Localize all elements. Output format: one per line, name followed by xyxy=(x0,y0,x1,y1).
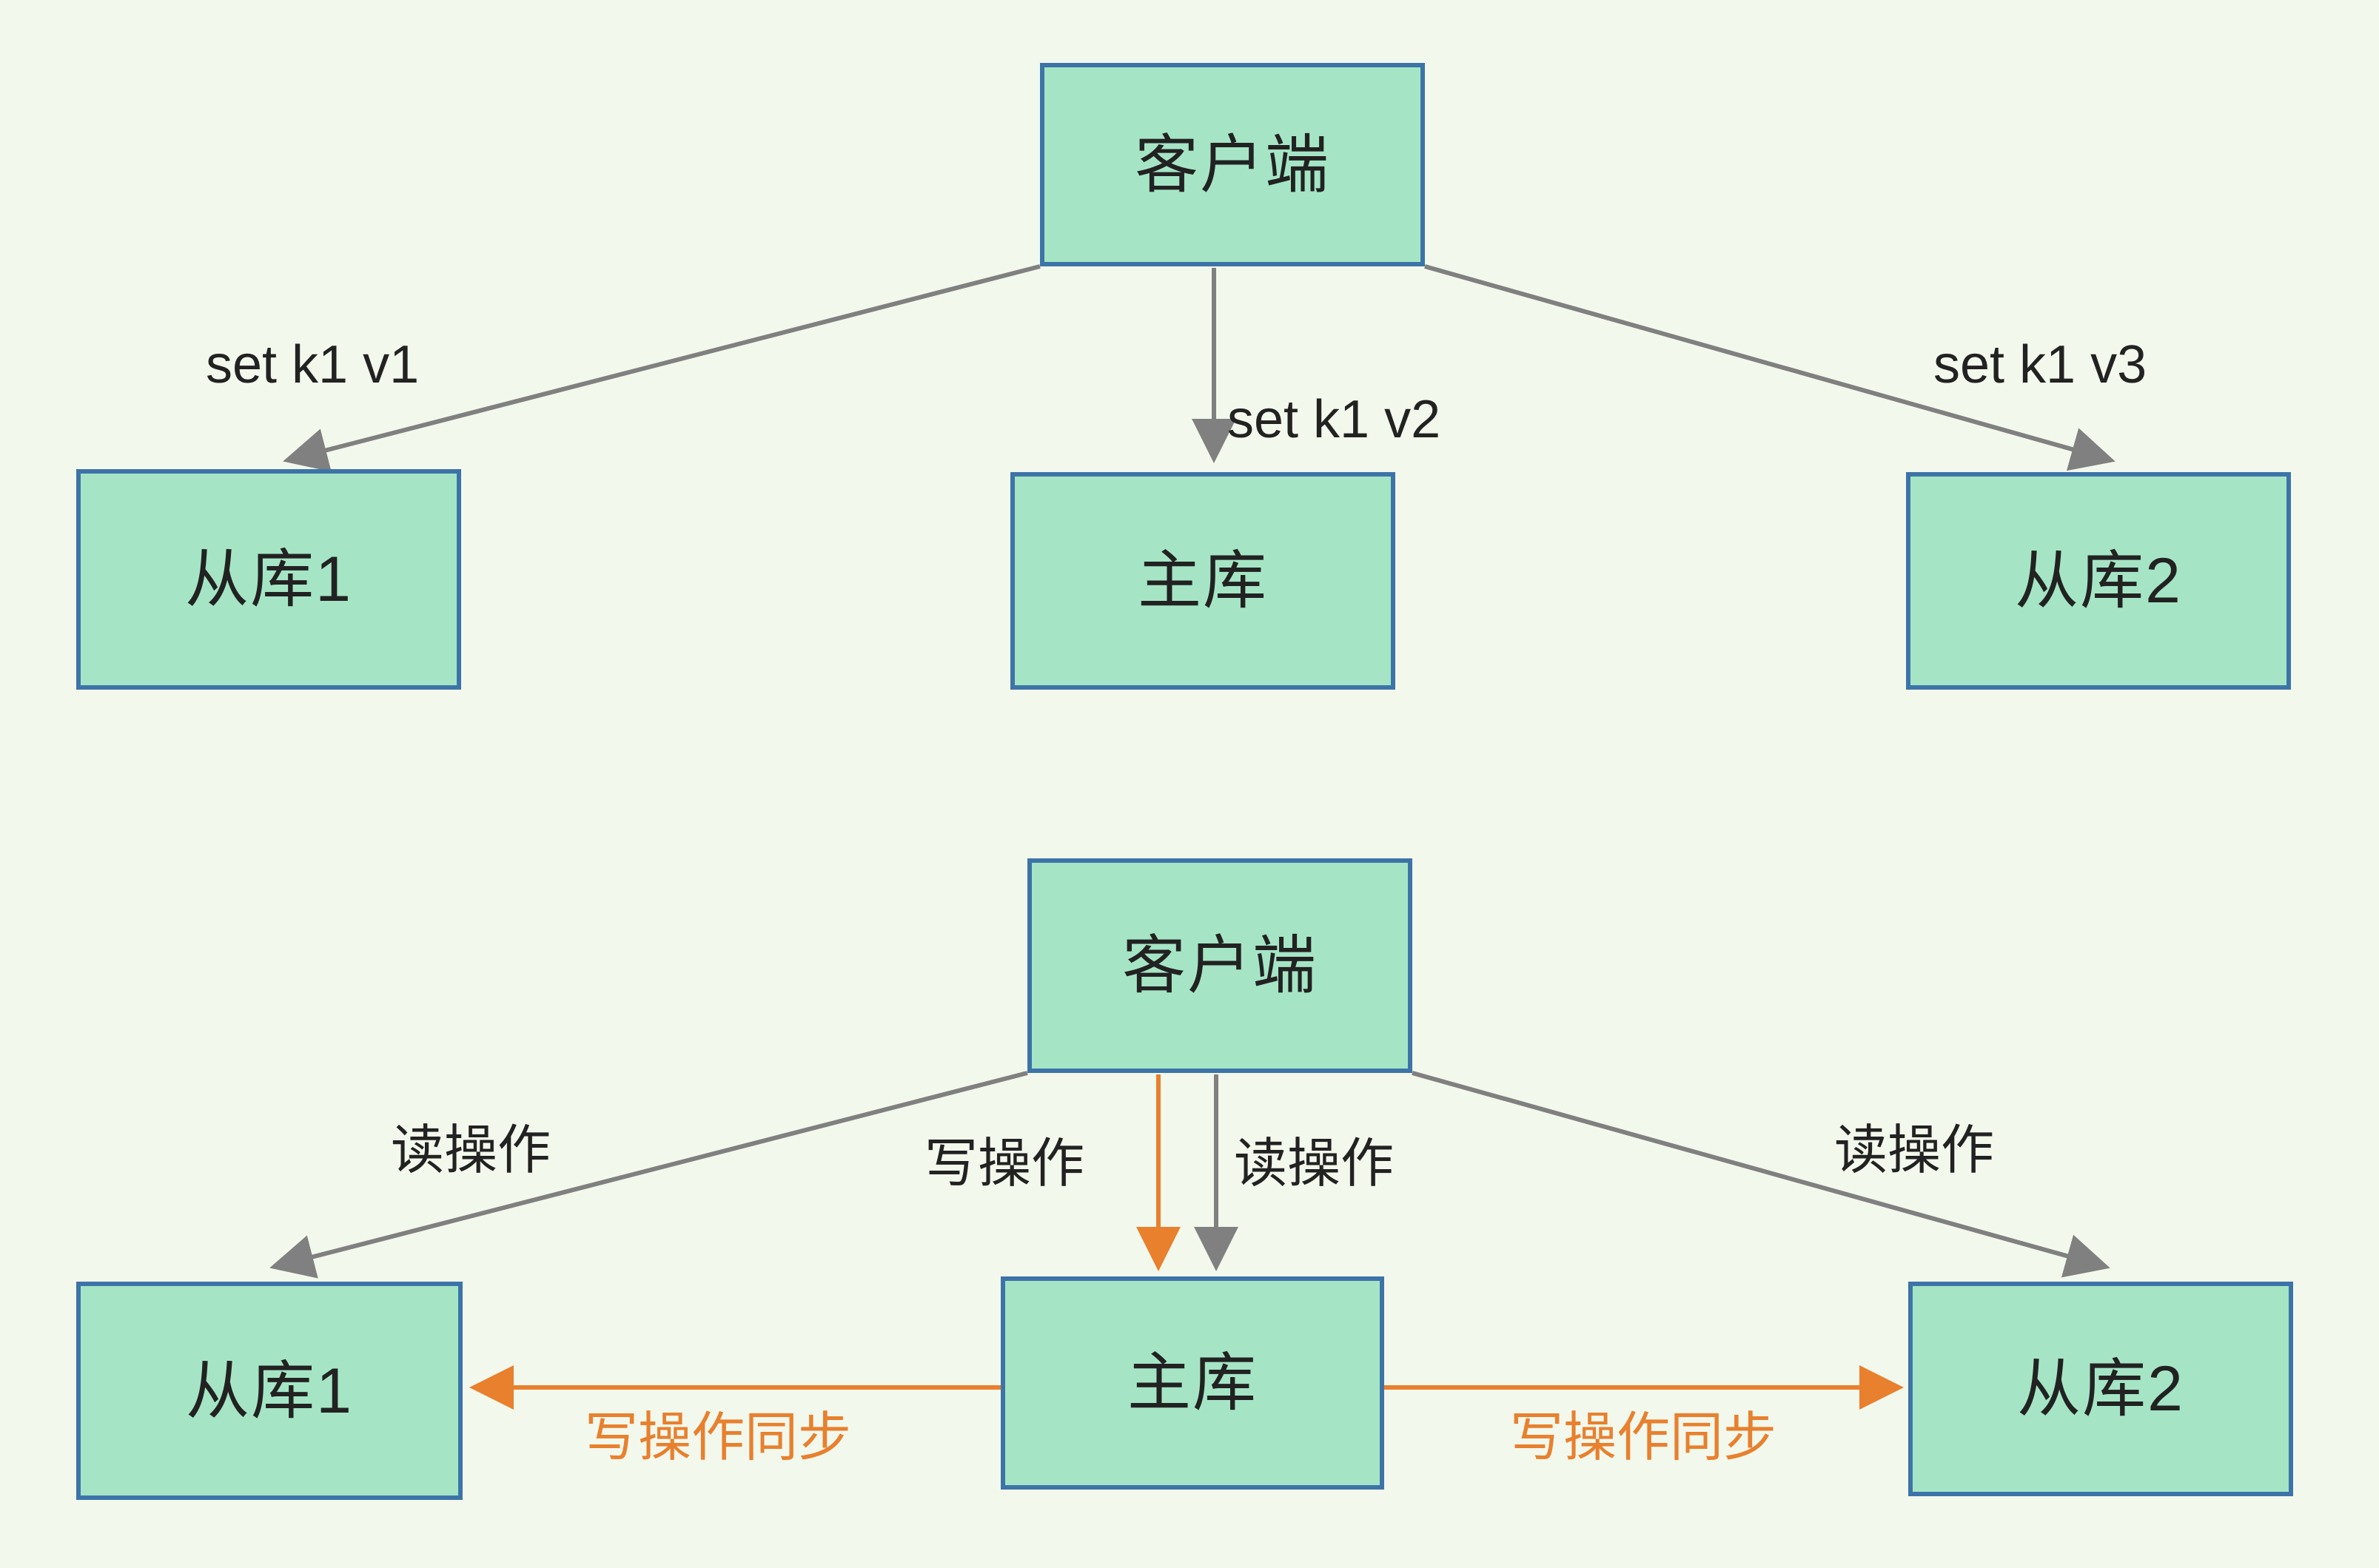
top-slave2-node[interactable]: 从库2 xyxy=(1906,472,2291,690)
bottom-slave2-node[interactable]: 从库2 xyxy=(1908,1282,2293,1496)
bottom-slave1-label: 从库1 xyxy=(186,1355,353,1427)
bottom-slave2-label: 从库2 xyxy=(2017,1353,2184,1424)
top-slave2-label: 从库2 xyxy=(2015,545,2182,616)
top-client-label: 客户端 xyxy=(1135,129,1330,201)
bottom-edge-label-read-slave2: 读操作 xyxy=(1834,1121,1995,1180)
top-slave1-node[interactable]: 从库1 xyxy=(76,469,461,690)
bottom-edge-client-to-slave2 xyxy=(1412,1071,2110,1278)
top-edge-label-set-k1-v1: set k1 v1 xyxy=(206,335,420,394)
bottom-slave1-node[interactable]: 从库1 xyxy=(76,1282,463,1500)
bottom-master-node[interactable]: 主库 xyxy=(1001,1276,1384,1490)
top-client-node[interactable]: 客户端 xyxy=(1040,63,1425,266)
bottom-edge-client-to-slave1 xyxy=(269,1071,1028,1279)
top-master-label: 主库 xyxy=(1138,545,1268,616)
bottom-master-label: 主库 xyxy=(1127,1347,1258,1419)
bottom-edge-label-sync-slave1: 写操作同步 xyxy=(585,1408,852,1467)
top-master-node[interactable]: 主库 xyxy=(1010,472,1395,690)
top-slave1-label: 从库1 xyxy=(185,544,352,615)
bottom-edge-label-read-master: 读操作 xyxy=(1234,1134,1395,1194)
bottom-client-label: 客户端 xyxy=(1122,930,1318,1001)
bottom-client-node[interactable]: 客户端 xyxy=(1027,858,1412,1073)
top-edge-label-set-k1-v2: set k1 v2 xyxy=(1227,390,1441,449)
bottom-edge-label-write-master: 写操作 xyxy=(925,1134,1085,1194)
top-edge-label-set-k1-v3: set k1 v3 xyxy=(1933,335,2147,394)
bottom-edge-label-sync-slave2: 写操作同步 xyxy=(1510,1408,1777,1467)
bottom-edge-label-read-slave1: 读操作 xyxy=(391,1121,551,1180)
